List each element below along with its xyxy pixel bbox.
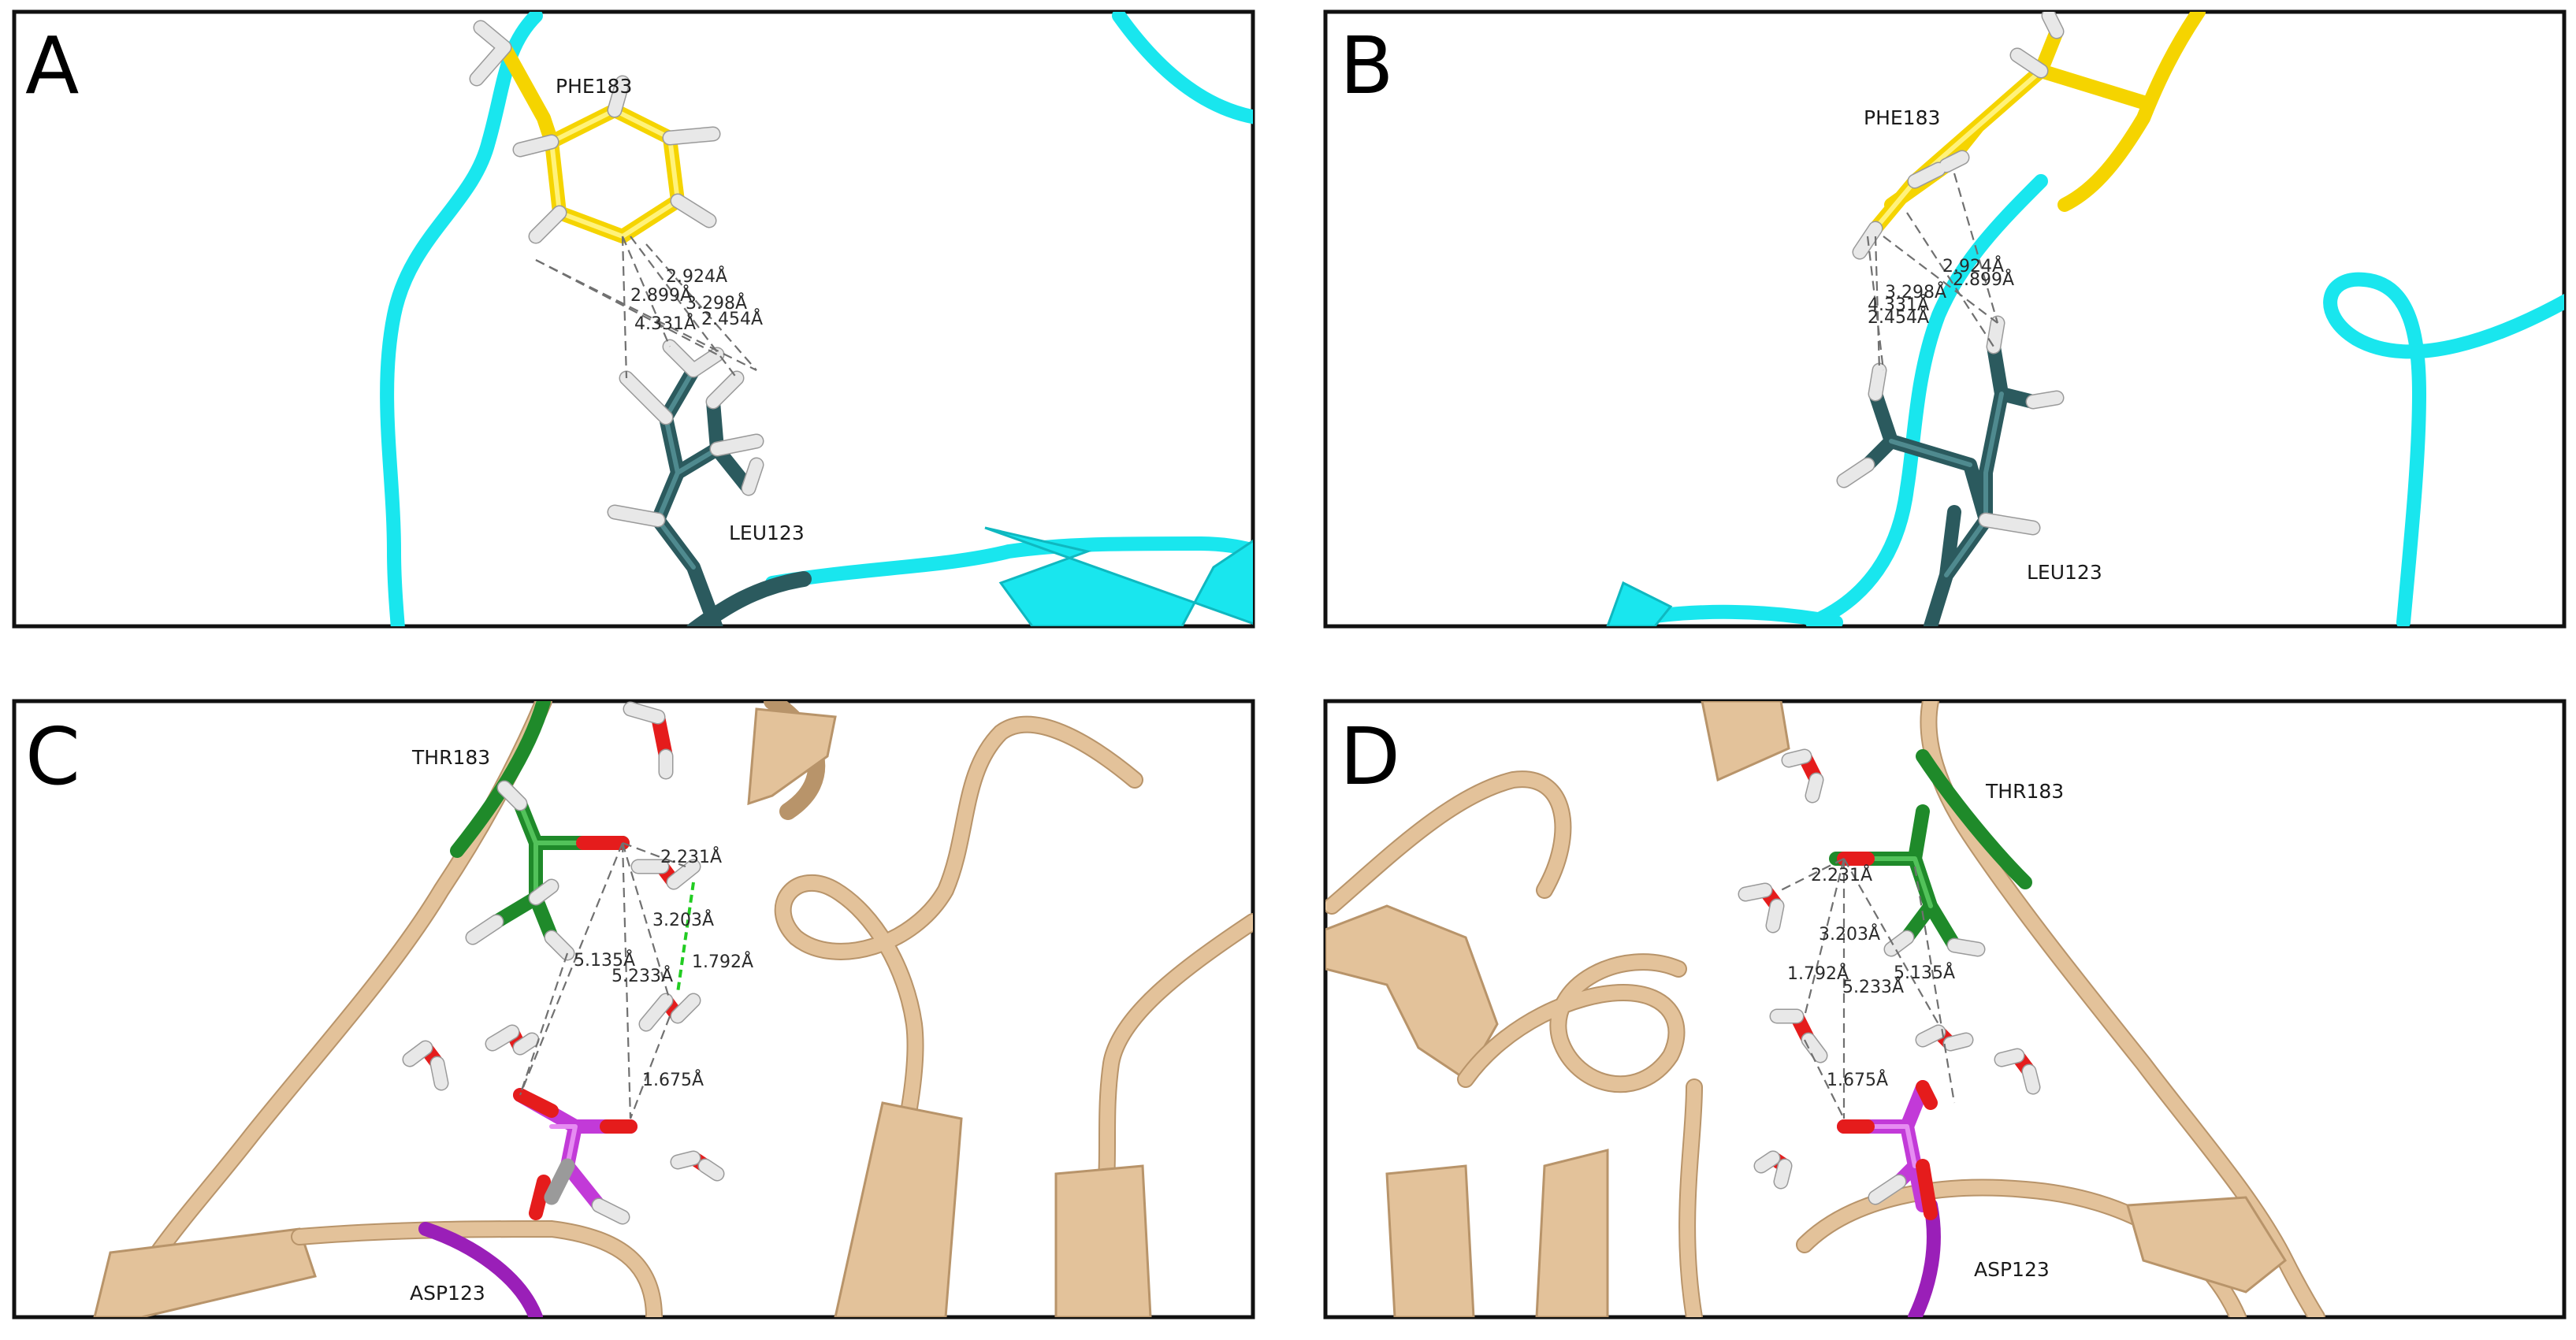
panel-a-structure: PHE183 LEU123 2.924Å 2.899Å 3.298Å 4.331…	[380, 12, 1253, 626]
panel-c-distance-3: 1.792Å	[692, 951, 753, 972]
panel-c-residue-thr183: THR183	[411, 746, 490, 769]
panel-d-letter: D	[1340, 711, 1400, 803]
panel-d-thr183-sticks	[1829, 804, 1986, 957]
panel-c-asp123-sticks	[513, 1088, 637, 1225]
panel-c-ribbon-right	[775, 717, 1142, 1317]
panel-b-ribbon-bottom-arrow	[1606, 581, 1673, 626]
panel-b: PHE183 LEU123 2.924Å 2.899Å 3.298Å 4.331…	[1323, 9, 2567, 629]
panel-a-residue-leu123: LEU123	[729, 522, 805, 544]
panel-a-distance-4: 4.331Å	[634, 313, 696, 334]
panel-b-phe183-sticks	[1852, 12, 2150, 260]
panel-d-structure: THR183 ASP123 2.231Å 3.203Å 1.792Å 5.233…	[1325, 701, 2325, 1317]
panel-c-ribbon-far-right	[1096, 915, 1253, 1212]
panel-d-distance-3: 1.792Å	[1787, 963, 1849, 984]
panel-c-sheet-bottom-left	[93, 1227, 317, 1317]
panel-b-distance-1: 2.924Å	[1942, 255, 2004, 277]
panel-d-distance-4: 5.233Å	[1842, 976, 1904, 997]
panel-d-ribbon-loop	[1459, 955, 1686, 1092]
panel-b-ribbon-center	[1805, 174, 2048, 626]
panel-b-distance-lines	[1866, 173, 1999, 371]
panel-c-asp-backbone	[418, 1222, 543, 1317]
panel-b-letter: B	[1340, 20, 1394, 112]
panel-c: THR183 ASP123 2.231Å 3.203Å 1.792Å 5.135…	[12, 699, 1255, 1320]
panel-c-distance-lines	[519, 841, 695, 1119]
panel-a-frame	[12, 9, 1255, 629]
panel-b-structure: PHE183 LEU123 2.924Å 2.899Å 3.298Å 4.331…	[1606, 12, 2564, 626]
panel-d-distance-5: 5.135Å	[1894, 962, 1955, 983]
panel-d-residue-asp123: ASP123	[1974, 1258, 2050, 1281]
panel-c-ribbon-bottom	[292, 1221, 661, 1317]
panel-b-distance-5: 2.454Å	[1868, 306, 1929, 328]
panel-c-thr183-sticks	[465, 780, 630, 961]
panel-b-distance-3: 3.298Å	[1885, 281, 1946, 303]
panel-a-ribbon-left	[380, 12, 543, 626]
panel-b-phe-backbone	[2057, 12, 2206, 212]
panel-c-residue-asp123: ASP123	[410, 1282, 485, 1305]
panel-c-sheet-right	[1054, 1164, 1152, 1317]
panel-a-residue-phe183: PHE183	[556, 75, 632, 98]
panel-c-distance-2: 3.203Å	[652, 909, 714, 930]
panel-d-ribbon-mid	[1680, 1080, 1701, 1317]
panel-a-leu-backbone	[686, 571, 812, 626]
panel-c-distance-1: 2.231Å	[660, 846, 722, 867]
panel-b-leu123-sticks	[1836, 315, 2065, 626]
panel-d-residue-thr183: THR183	[1985, 780, 2064, 803]
panel-d-thr-backbone	[1916, 749, 2032, 889]
panel-c-structure: THR183 ASP123 2.231Å 3.203Å 1.792Å 5.135…	[93, 701, 1253, 1317]
panel-d-sheet-bottom-mid	[1535, 1149, 1609, 1317]
panel-a-distance-lines	[535, 236, 757, 379]
panel-d-asp123-sticks	[1837, 1080, 1938, 1220]
panel-c-distance-5: 5.233Å	[611, 965, 673, 986]
panel-c-sheet-mid	[834, 1101, 963, 1317]
panel-b-residue-leu123: LEU123	[2027, 561, 2102, 584]
panel-a: PHE183 LEU123 2.924Å 2.899Å 3.298Å 4.331…	[12, 9, 1255, 629]
panel-a-letter: A	[25, 20, 79, 112]
panel-c-frame	[12, 699, 1255, 1320]
panel-d-distance-2: 3.203Å	[1819, 923, 1880, 945]
panel-a-distance-5: 2.454Å	[701, 308, 763, 329]
panel-b-ribbon-loop	[2323, 272, 2564, 626]
panel-c-ribbon-top-sheet	[747, 707, 837, 806]
panel-d-sheet-bottom-right	[2126, 1196, 2287, 1294]
panel-d: THR183 ASP123 2.231Å 3.203Å 1.792Å 5.233…	[1323, 699, 2567, 1320]
panel-b-distance-4: 4.331Å	[1868, 294, 1929, 315]
panel-d-sheet-bottom-left	[1385, 1164, 1475, 1317]
panel-a-leu123-sticks	[607, 339, 764, 626]
panel-c-water-molecules	[402, 701, 725, 1182]
panel-d-distance-6: 1.675Å	[1827, 1069, 1888, 1090]
panel-d-sheet-top	[1701, 701, 1790, 782]
panel-c-letter: C	[25, 711, 80, 803]
panel-d-ribbon-top-left	[1325, 772, 1571, 913]
panel-b-frame	[1323, 9, 2567, 629]
panel-b-distance-2: 2.899Å	[1953, 269, 2014, 290]
panel-a-distance-3: 3.298Å	[686, 292, 747, 314]
panel-c-distance-6: 1.675Å	[642, 1069, 704, 1090]
panel-a-distance-1: 2.924Å	[666, 265, 727, 287]
panel-d-distance-1: 2.231Å	[1811, 864, 1872, 885]
panel-a-distance-2: 2.899Å	[630, 284, 692, 306]
panel-a-phe183-sticks	[469, 20, 721, 244]
panel-b-residue-phe183: PHE183	[1864, 106, 1940, 129]
panel-d-water-molecules	[1738, 748, 2041, 1190]
panel-d-distance-lines	[1780, 858, 1956, 1119]
panel-a-ribbon-topright	[1112, 12, 1253, 124]
panel-a-ribbon-arrow	[984, 526, 1253, 626]
panel-c-distance-4: 5.135Å	[574, 949, 635, 971]
